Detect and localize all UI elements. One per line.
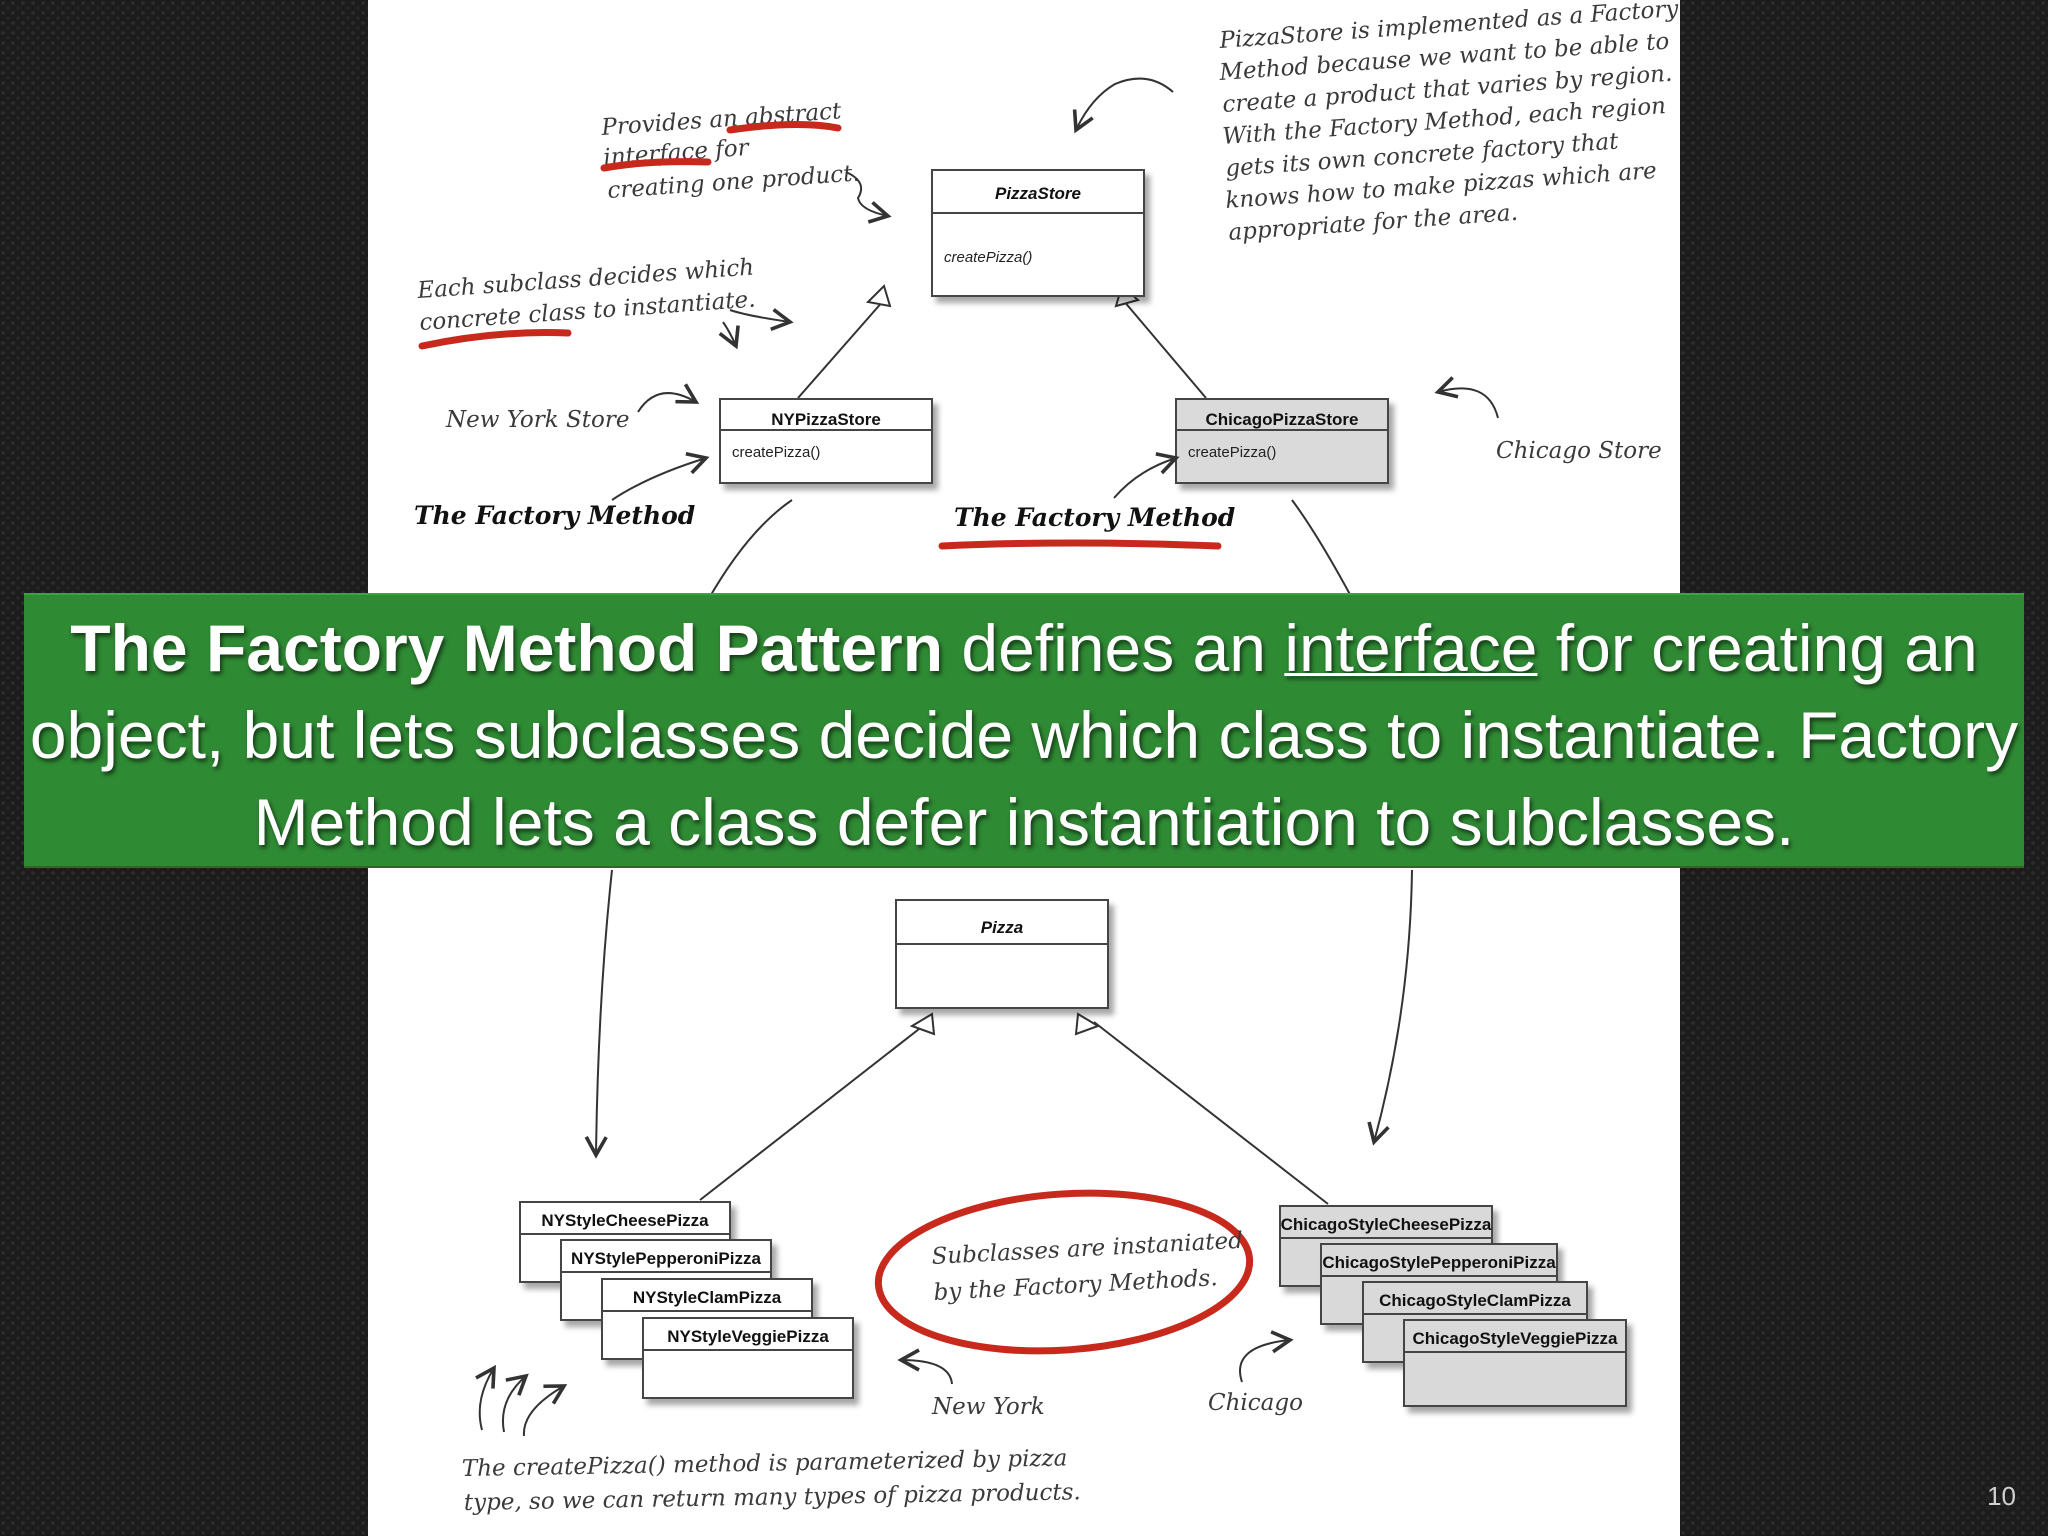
arrow-factory-method-left	[611, 452, 710, 501]
curve-chicago-to-pizzas-bottom	[1367, 869, 1413, 1146]
red-underline-factory-method	[938, 539, 1222, 550]
chicago-pizza-class-name: ChicagoStyleCheesePizza	[1281, 1215, 1492, 1234]
label-factory-method-left: The Factory Method	[414, 501, 695, 530]
arrow-new-york	[897, 1348, 953, 1385]
banner-underlined-word: interface	[1284, 611, 1538, 685]
label-new-york-store: New York Store	[445, 407, 629, 433]
chicago-pizza-class-stack	[1279, 1205, 1627, 1407]
ny-pizza-class-stack	[519, 1201, 854, 1399]
tick-arrow	[502, 1373, 529, 1433]
curve-ny-to-pizzas-bottom	[584, 869, 613, 1159]
arrow-subclass-down	[718, 321, 740, 350]
pizza-class	[895, 899, 1109, 1009]
inherit-triangle-ny-pizzas	[909, 1012, 936, 1036]
note-parameterized: The createPizza() method is parameterize…	[462, 1445, 1081, 1516]
inherit-line-ny-store	[797, 299, 885, 399]
definition-banner: The Factory Method Pattern defines an in…	[24, 593, 2024, 868]
inherit-triangle-chicago-pizzas	[1074, 1012, 1101, 1036]
nypizzastore-class-name: NYPizzaStore	[771, 410, 881, 429]
red-underline-concrete-class	[418, 329, 572, 350]
svg-text:Provides an abstract: Provides an abstract	[600, 98, 843, 141]
ny-pizza-class-name: NYStyleCheesePizza	[541, 1211, 709, 1230]
chicagopizzastore-class-name: ChicagoPizzaStore	[1205, 410, 1358, 429]
svg-text:Subclasses are instaniated: Subclasses are instaniated	[931, 1228, 1244, 1270]
nypizzastore-method: createPizza()	[732, 444, 820, 461]
svg-text:type, so we can return many ty: type, so we can return many types of piz…	[464, 1479, 1081, 1516]
arrow-factory-method-right	[1113, 452, 1180, 499]
inherit-line-chicago-pizzas	[1093, 1021, 1329, 1205]
pizzastore-class	[931, 169, 1145, 297]
banner-bold-title: The Factory Method Pattern	[70, 611, 944, 685]
pizzastore-method: createPizza()	[944, 249, 1032, 266]
red-underline-abstract	[726, 120, 842, 134]
red-underline-interface	[600, 158, 712, 172]
chicago-pizza-class-name: ChicagoStyleClamPizza	[1379, 1291, 1571, 1310]
note-subclasses-instantiated: Subclasses are instaniated by the Factor…	[931, 1228, 1244, 1306]
svg-text:by the Factory Methods.: by the Factory Methods.	[933, 1265, 1218, 1306]
chicago-pizza-class-name: ChicagoStylePepperoniPizza	[1322, 1253, 1556, 1272]
red-circle-highlight	[874, 1189, 1254, 1355]
inherit-triangle-ny	[865, 284, 892, 308]
note-abstract-interface: Provides an abstract interface for creat…	[600, 98, 861, 204]
curve-ny-to-pizzas-top	[707, 499, 793, 601]
tick-arrow	[522, 1384, 568, 1437]
banner-text: for creating an object, but lets subclas…	[29, 611, 2019, 859]
label-new-york: New York	[931, 1394, 1045, 1420]
ny-pizza-class-name: NYStyleClamPizza	[633, 1288, 782, 1307]
note-each-subclass: Each subclass decides which concrete cla…	[416, 255, 757, 336]
inherit-line-ny-pizzas	[699, 1021, 929, 1201]
banner-text: defines an	[943, 611, 1285, 685]
slide-number: 10	[1987, 1481, 2016, 1511]
tick-arrow	[475, 1364, 496, 1431]
arrow-subclass-right	[729, 308, 794, 332]
arrow-ny-store	[637, 383, 700, 413]
nypizzastore-class	[719, 398, 933, 484]
arrow-chicago	[1239, 1330, 1294, 1383]
chicago-pizza-class-name: ChicagoStyleVeggiePizza	[1412, 1329, 1618, 1348]
label-factory-method-right: The Factory Method	[954, 503, 1235, 532]
svg-text:The createPizza() method is pa: The createPizza() method is parameterize…	[462, 1445, 1068, 1482]
arrow-abstract-to-pizzastore	[845, 171, 892, 224]
arrow-chicago-store	[1434, 376, 1499, 419]
note-pizzastore-factory: PizzaStore is implemented as a Factory M…	[1218, 0, 1680, 246]
pizzastore-class-name: PizzaStore	[995, 184, 1081, 203]
ny-pizza-class-name: NYStyleVeggiePizza	[667, 1327, 829, 1346]
pizza-class-name: Pizza	[981, 918, 1024, 937]
curve-chicago-to-pizzas-top	[1291, 499, 1354, 601]
inherit-line-chicago-store	[1122, 299, 1207, 399]
chicagopizzastore-class	[1175, 398, 1389, 484]
chicagopizzastore-method: createPizza()	[1188, 444, 1276, 461]
label-chicago-store: Chicago Store	[1496, 438, 1662, 464]
ny-pizza-class-name: NYStylePepperoniPizza	[571, 1249, 761, 1268]
arrow-note-to-pizzastore	[1072, 77, 1174, 134]
uml-diagram: PizzaStore createPizza() NYPizzaStore cr…	[414, 0, 1680, 1516]
label-chicago: Chicago	[1208, 1390, 1303, 1416]
